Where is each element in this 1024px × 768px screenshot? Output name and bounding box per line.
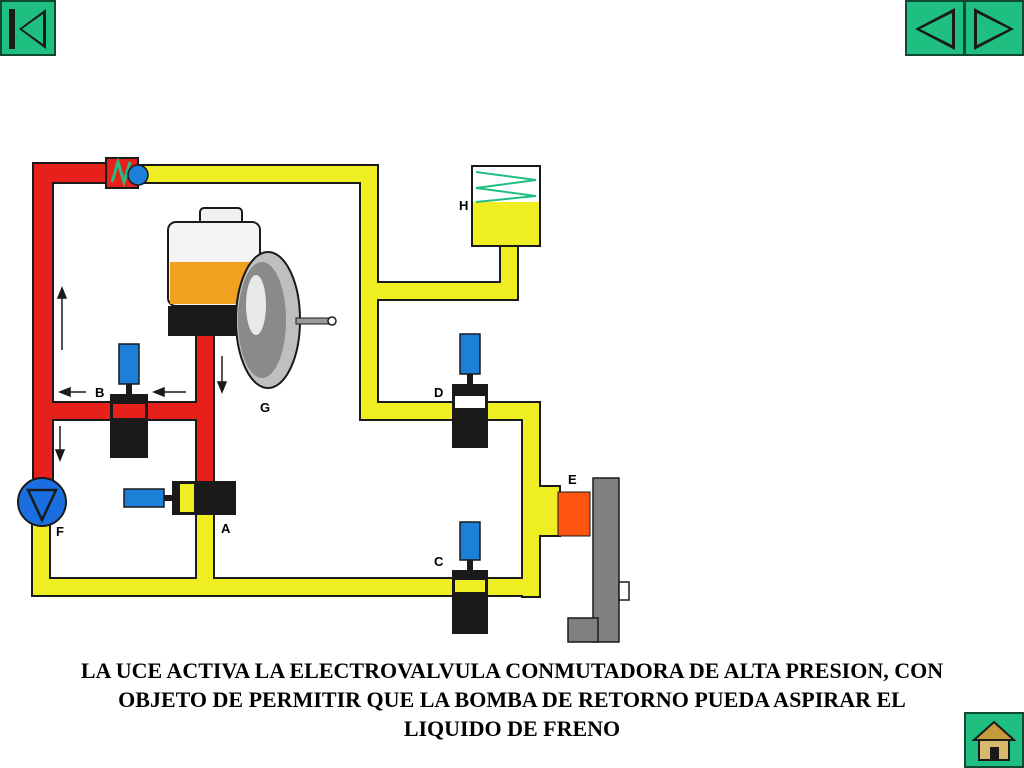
next-triangle-icon [974, 8, 1014, 50]
abs-hydraulic-diagram: B D C A F G H E [17, 156, 630, 643]
valve-c [452, 521, 488, 634]
low-pressure-lines-fill [33, 166, 539, 596]
high-pressure-switch-valve [105, 156, 149, 189]
caption-line-1: LA UCE ACTIVA LA ELECTROVALVULA CONMUTAD… [80, 658, 944, 683]
valve-d [452, 333, 488, 448]
first-slide-button[interactable] [0, 0, 56, 56]
master-cylinder-booster [167, 207, 337, 389]
label-b: B [95, 385, 104, 400]
brake-caliper-e [557, 477, 630, 643]
label-f: F [56, 524, 64, 539]
label-g: G [260, 400, 270, 415]
skip-to-first-icon [9, 9, 46, 49]
label-h: H [459, 198, 468, 213]
caption-line-2: OBJETO DE PERMITIR QUE LA BOMBA DE RETOR… [118, 687, 906, 712]
slide-caption: LA UCE ACTIVA LA ELECTROVALVULA CONMUTAD… [0, 656, 1024, 743]
valve-a [123, 481, 236, 515]
caption-line-3: LIQUIDO DE FRENO [403, 716, 621, 741]
valve-b [110, 343, 148, 458]
previous-triangle-icon [915, 8, 955, 50]
flow-arrows [54, 285, 228, 463]
next-slide-button[interactable] [964, 0, 1024, 56]
label-a: A [221, 521, 231, 536]
home-icon [971, 720, 1017, 761]
low-pressure-accumulator-h [471, 165, 541, 247]
return-pump-f [17, 477, 67, 527]
label-c: C [434, 554, 444, 569]
label-e: E [568, 472, 577, 487]
home-button[interactable] [964, 712, 1024, 768]
label-d: D [434, 385, 443, 400]
